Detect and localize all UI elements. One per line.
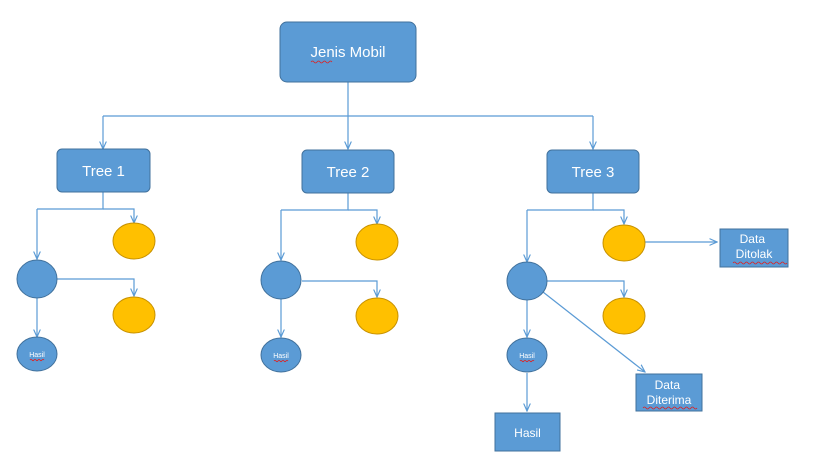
tree3-leaf-top bbox=[602, 224, 646, 262]
hasil-node-3: Hasil bbox=[506, 337, 548, 373]
rejected-label-line-2: Ditolak bbox=[736, 247, 774, 261]
rejected-label-line-1: Data bbox=[740, 232, 766, 246]
connector-tree3-stem bbox=[527, 193, 594, 211]
rejected-label: Data Ditolak bbox=[736, 232, 774, 261]
connector-tree3-node-right bbox=[547, 280, 624, 297]
tree3-decision-node bbox=[506, 261, 548, 301]
root-node: Jenis Mobil bbox=[279, 21, 417, 83]
tree-3-label: Tree 3 bbox=[572, 164, 615, 181]
result-box: Hasil bbox=[494, 412, 561, 452]
connector-tree3-to-accepted bbox=[542, 291, 645, 372]
connector-tree3-right bbox=[593, 209, 624, 224]
decision-nodes bbox=[16, 259, 548, 301]
accepted-box: Data Diterima bbox=[635, 373, 703, 412]
connector-tree1-right bbox=[103, 208, 134, 223]
result-label: Hasil bbox=[514, 426, 541, 440]
tree-1-label: Tree 1 bbox=[82, 163, 125, 180]
connector-tree2-stem bbox=[281, 193, 349, 211]
root-label: Jenis Mobil bbox=[310, 44, 385, 61]
hasil-node-3-label: Hasil bbox=[519, 353, 535, 360]
tree1-leaf-top bbox=[112, 222, 156, 260]
connector-tree1-stem bbox=[37, 192, 104, 210]
accepted-label-line-2: Diterima bbox=[647, 393, 692, 407]
connectors bbox=[37, 82, 717, 411]
accepted-label-line-1: Data bbox=[655, 378, 681, 392]
hasil-node-2: Hasil bbox=[260, 337, 302, 373]
spellcheck-underline bbox=[273, 359, 289, 363]
tree2-leaf-top bbox=[355, 223, 399, 261]
accepted-label: Data Diterima bbox=[647, 378, 692, 407]
tree2-leaf-bottom bbox=[355, 297, 399, 335]
connector-tree2-right bbox=[348, 209, 377, 224]
tree1-decision-node bbox=[16, 259, 58, 299]
tree-node-1: Tree 1 bbox=[56, 148, 151, 193]
hasil-node-1: Hasil bbox=[16, 336, 58, 372]
tree-node-2: Tree 2 bbox=[301, 149, 395, 194]
spellcheck-underline bbox=[29, 358, 45, 362]
connector-tree1-node-right bbox=[57, 278, 134, 296]
tree-2-label: Tree 2 bbox=[327, 164, 370, 181]
spellcheck-underline bbox=[732, 261, 788, 265]
rejected-box: Data Ditolak bbox=[719, 228, 789, 268]
tree2-decision-node bbox=[260, 260, 302, 300]
connector-tree2-node-right bbox=[302, 280, 377, 297]
spellcheck-underline bbox=[519, 359, 535, 363]
tree-node-3: Tree 3 bbox=[546, 149, 640, 194]
spellcheck-underline bbox=[310, 60, 333, 64]
hasil-node-2-label: Hasil bbox=[273, 353, 289, 360]
spellcheck-underline bbox=[642, 406, 698, 410]
leaf-nodes bbox=[112, 222, 646, 335]
tree1-leaf-bottom bbox=[112, 296, 156, 334]
tree3-leaf-bottom bbox=[602, 297, 646, 335]
hasil-node-1-label: Hasil bbox=[29, 352, 45, 359]
